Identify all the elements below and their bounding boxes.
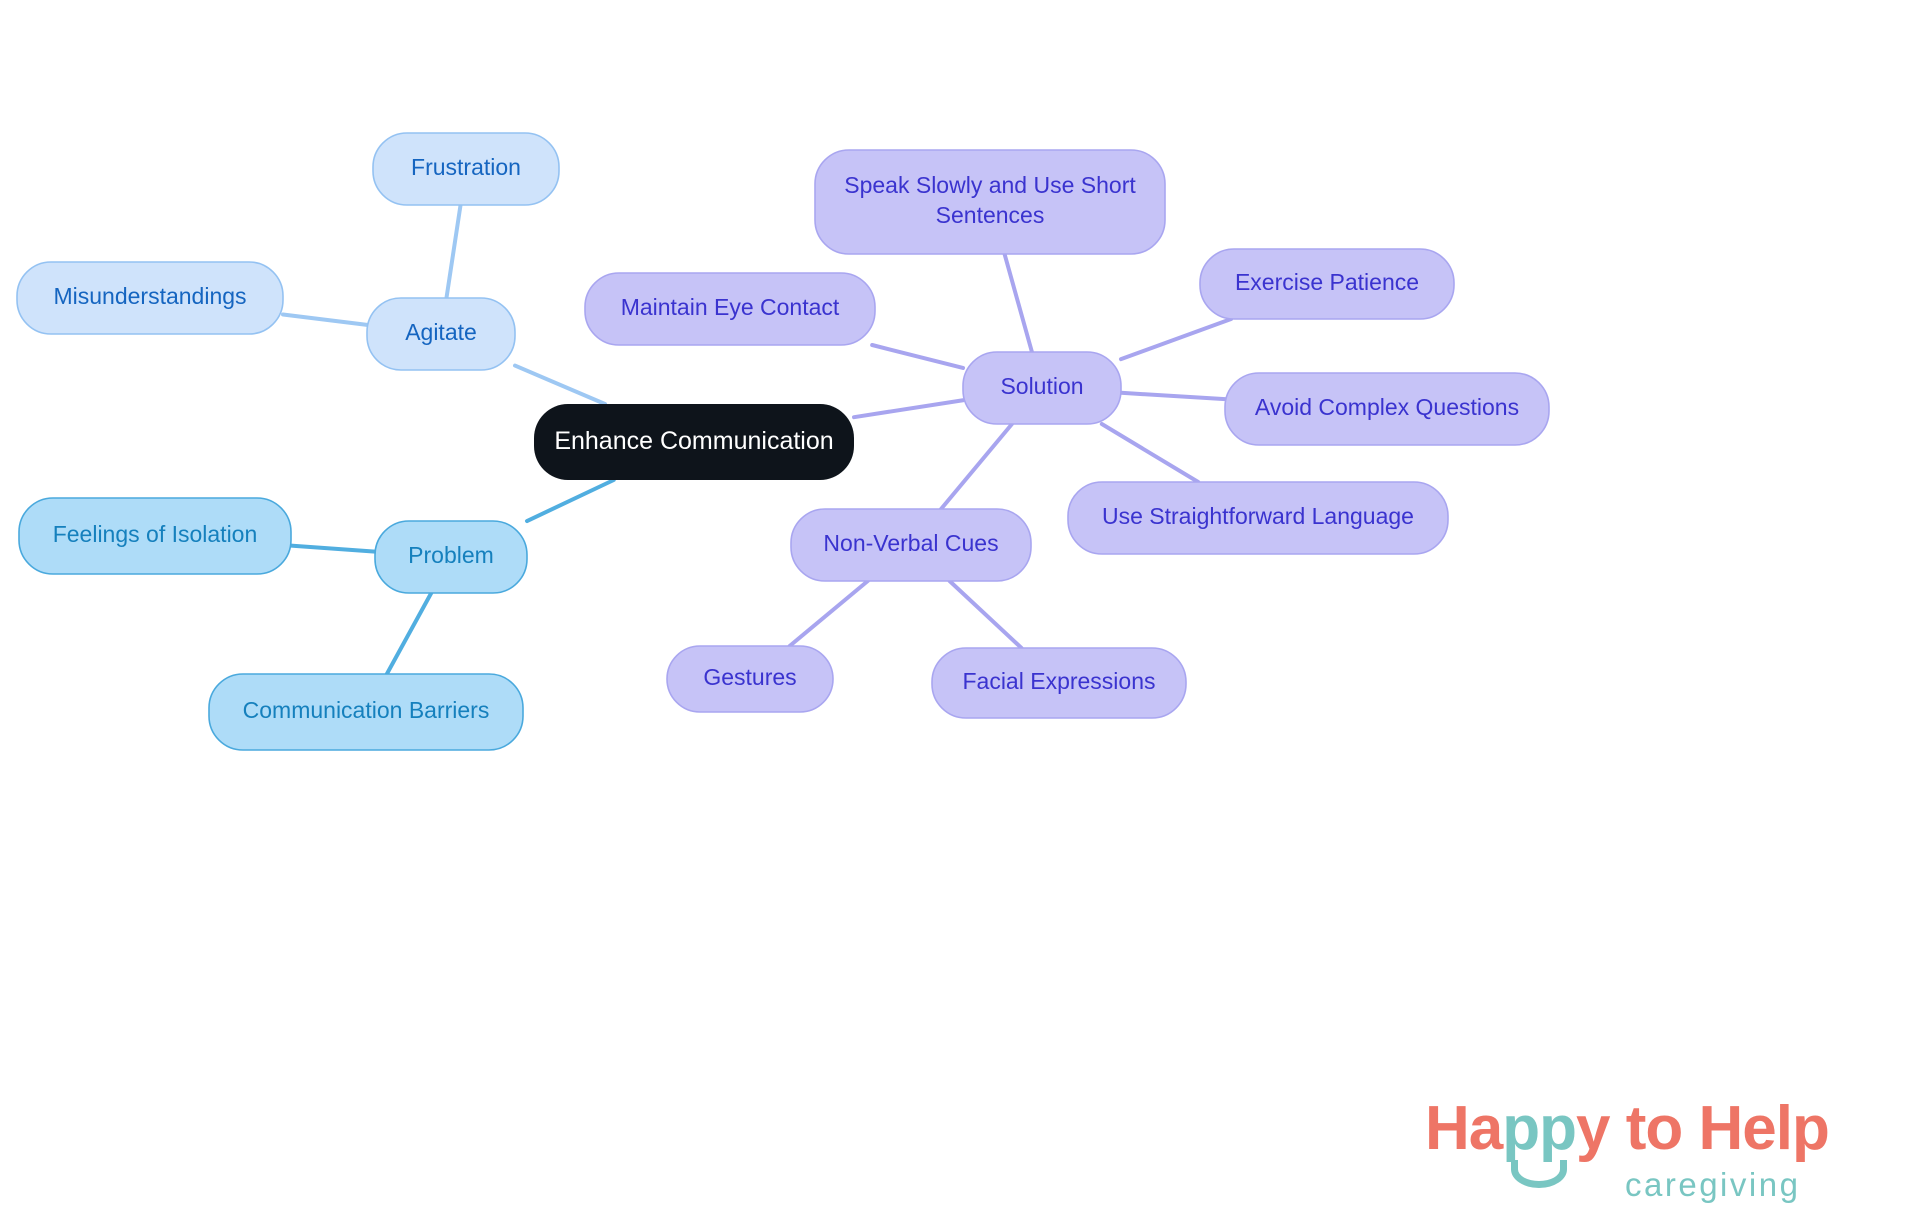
edge-problem-to-communication-barriers [384,591,434,676]
node-label: Problem [408,542,494,568]
edge-solution-to-avoid-complex-questions [1119,390,1227,402]
logo-tagline: caregiving [1625,1166,1801,1203]
node-label: Enhance Communication [554,427,833,455]
node-label: Feelings of Isolation [53,521,258,547]
node-shape [1067,481,1449,555]
edge-root-to-solution [852,398,965,420]
node-shape [374,520,528,594]
node-shape [962,351,1122,425]
node-maintain-eye-contact[interactable]: Maintain Eye Contact [584,272,876,346]
edge-solution-to-exercise-patience [1119,317,1234,362]
node-agitate[interactable]: Agitate [366,297,516,371]
edge-solution-to-speak-slowly-and-use-short-sentences [1002,252,1034,354]
node-label: Avoid Complex Questions [1255,394,1519,420]
edge-root-to-agitate [513,363,607,406]
edge-agitate-to-frustration [444,203,463,300]
node-layer: Enhance Communication Agitate FrustrationM… [16,132,1550,751]
node-communication-barriers[interactable]: Communication Barriers [208,673,524,751]
edge-problem-to-feelings-of-isolation [289,543,377,554]
node-label: Frustration [411,154,521,180]
node-gestures[interactable]: Gestures [666,645,834,713]
node-label: Maintain Eye Contact [621,294,840,320]
node-non-verbal-cues[interactable]: Non-Verbal Cues [790,508,1032,582]
edge-solution-to-use-straightforward-language [1099,422,1201,484]
node-shape [666,645,834,713]
node-label: Agitate [405,319,477,345]
node-shape [931,647,1187,719]
node-label: Misunderstandings [53,283,246,309]
node-shape [584,272,876,346]
node-shape [372,132,560,206]
edge-non-verbal-cues-to-facial-expressions [947,579,1024,650]
node-label: Exercise Patience [1235,269,1419,295]
logo-word-ha: Ha [1425,1094,1503,1163]
node-label: Solution [1000,373,1083,399]
node-facial-expressions[interactable]: Facial Expressions [931,647,1187,719]
node-use-straightforward-language[interactable]: Use Straightforward Language [1067,481,1449,555]
smile-icon [1511,1160,1567,1188]
node-exercise-patience[interactable]: Exercise Patience [1199,248,1455,320]
node-avoid-complex-questions[interactable]: Avoid Complex Questions [1224,372,1550,446]
edge-agitate-to-misunderstandings [281,312,369,327]
node-shape [18,497,292,575]
node-solution[interactable]: Solution [962,351,1122,425]
node-shape [1224,372,1550,446]
edge-non-verbal-cues-to-gestures [787,579,870,648]
node-feelings-of-isolation[interactable]: Feelings of Isolation [18,497,292,575]
node-shape [534,404,854,480]
edge-layer [281,203,1234,676]
node-shape [366,297,516,371]
node-label: Communication Barriers [243,697,490,723]
node-frustration[interactable]: Frustration [372,132,560,206]
node-problem[interactable]: Problem [374,520,528,594]
logo-wordmark: Happy to Help [1425,1098,1830,1160]
edge-root-to-problem [525,478,616,524]
node-root[interactable]: Enhance Communication [534,404,854,480]
brand-logo: Happy to Help caregiving [1425,1098,1895,1210]
node-misunderstandings[interactable]: Misunderstandings [16,261,284,335]
logo-word-pp: pp [1502,1094,1577,1163]
edge-solution-to-non-verbal-cues [939,422,1014,511]
node-shape [208,673,524,751]
node-shape [814,149,1166,255]
node-label: Non-Verbal Cues [823,530,998,556]
node-shape [790,508,1032,582]
node-label: Use Straightforward Language [1102,503,1414,529]
node-label: Gestures [703,664,796,690]
node-shape [16,261,284,335]
node-shape [1199,248,1455,320]
node-label: Facial Expressions [962,668,1155,694]
edge-solution-to-maintain-eye-contact [870,343,965,370]
logo-word-y-to-help: y to Help [1576,1094,1830,1163]
